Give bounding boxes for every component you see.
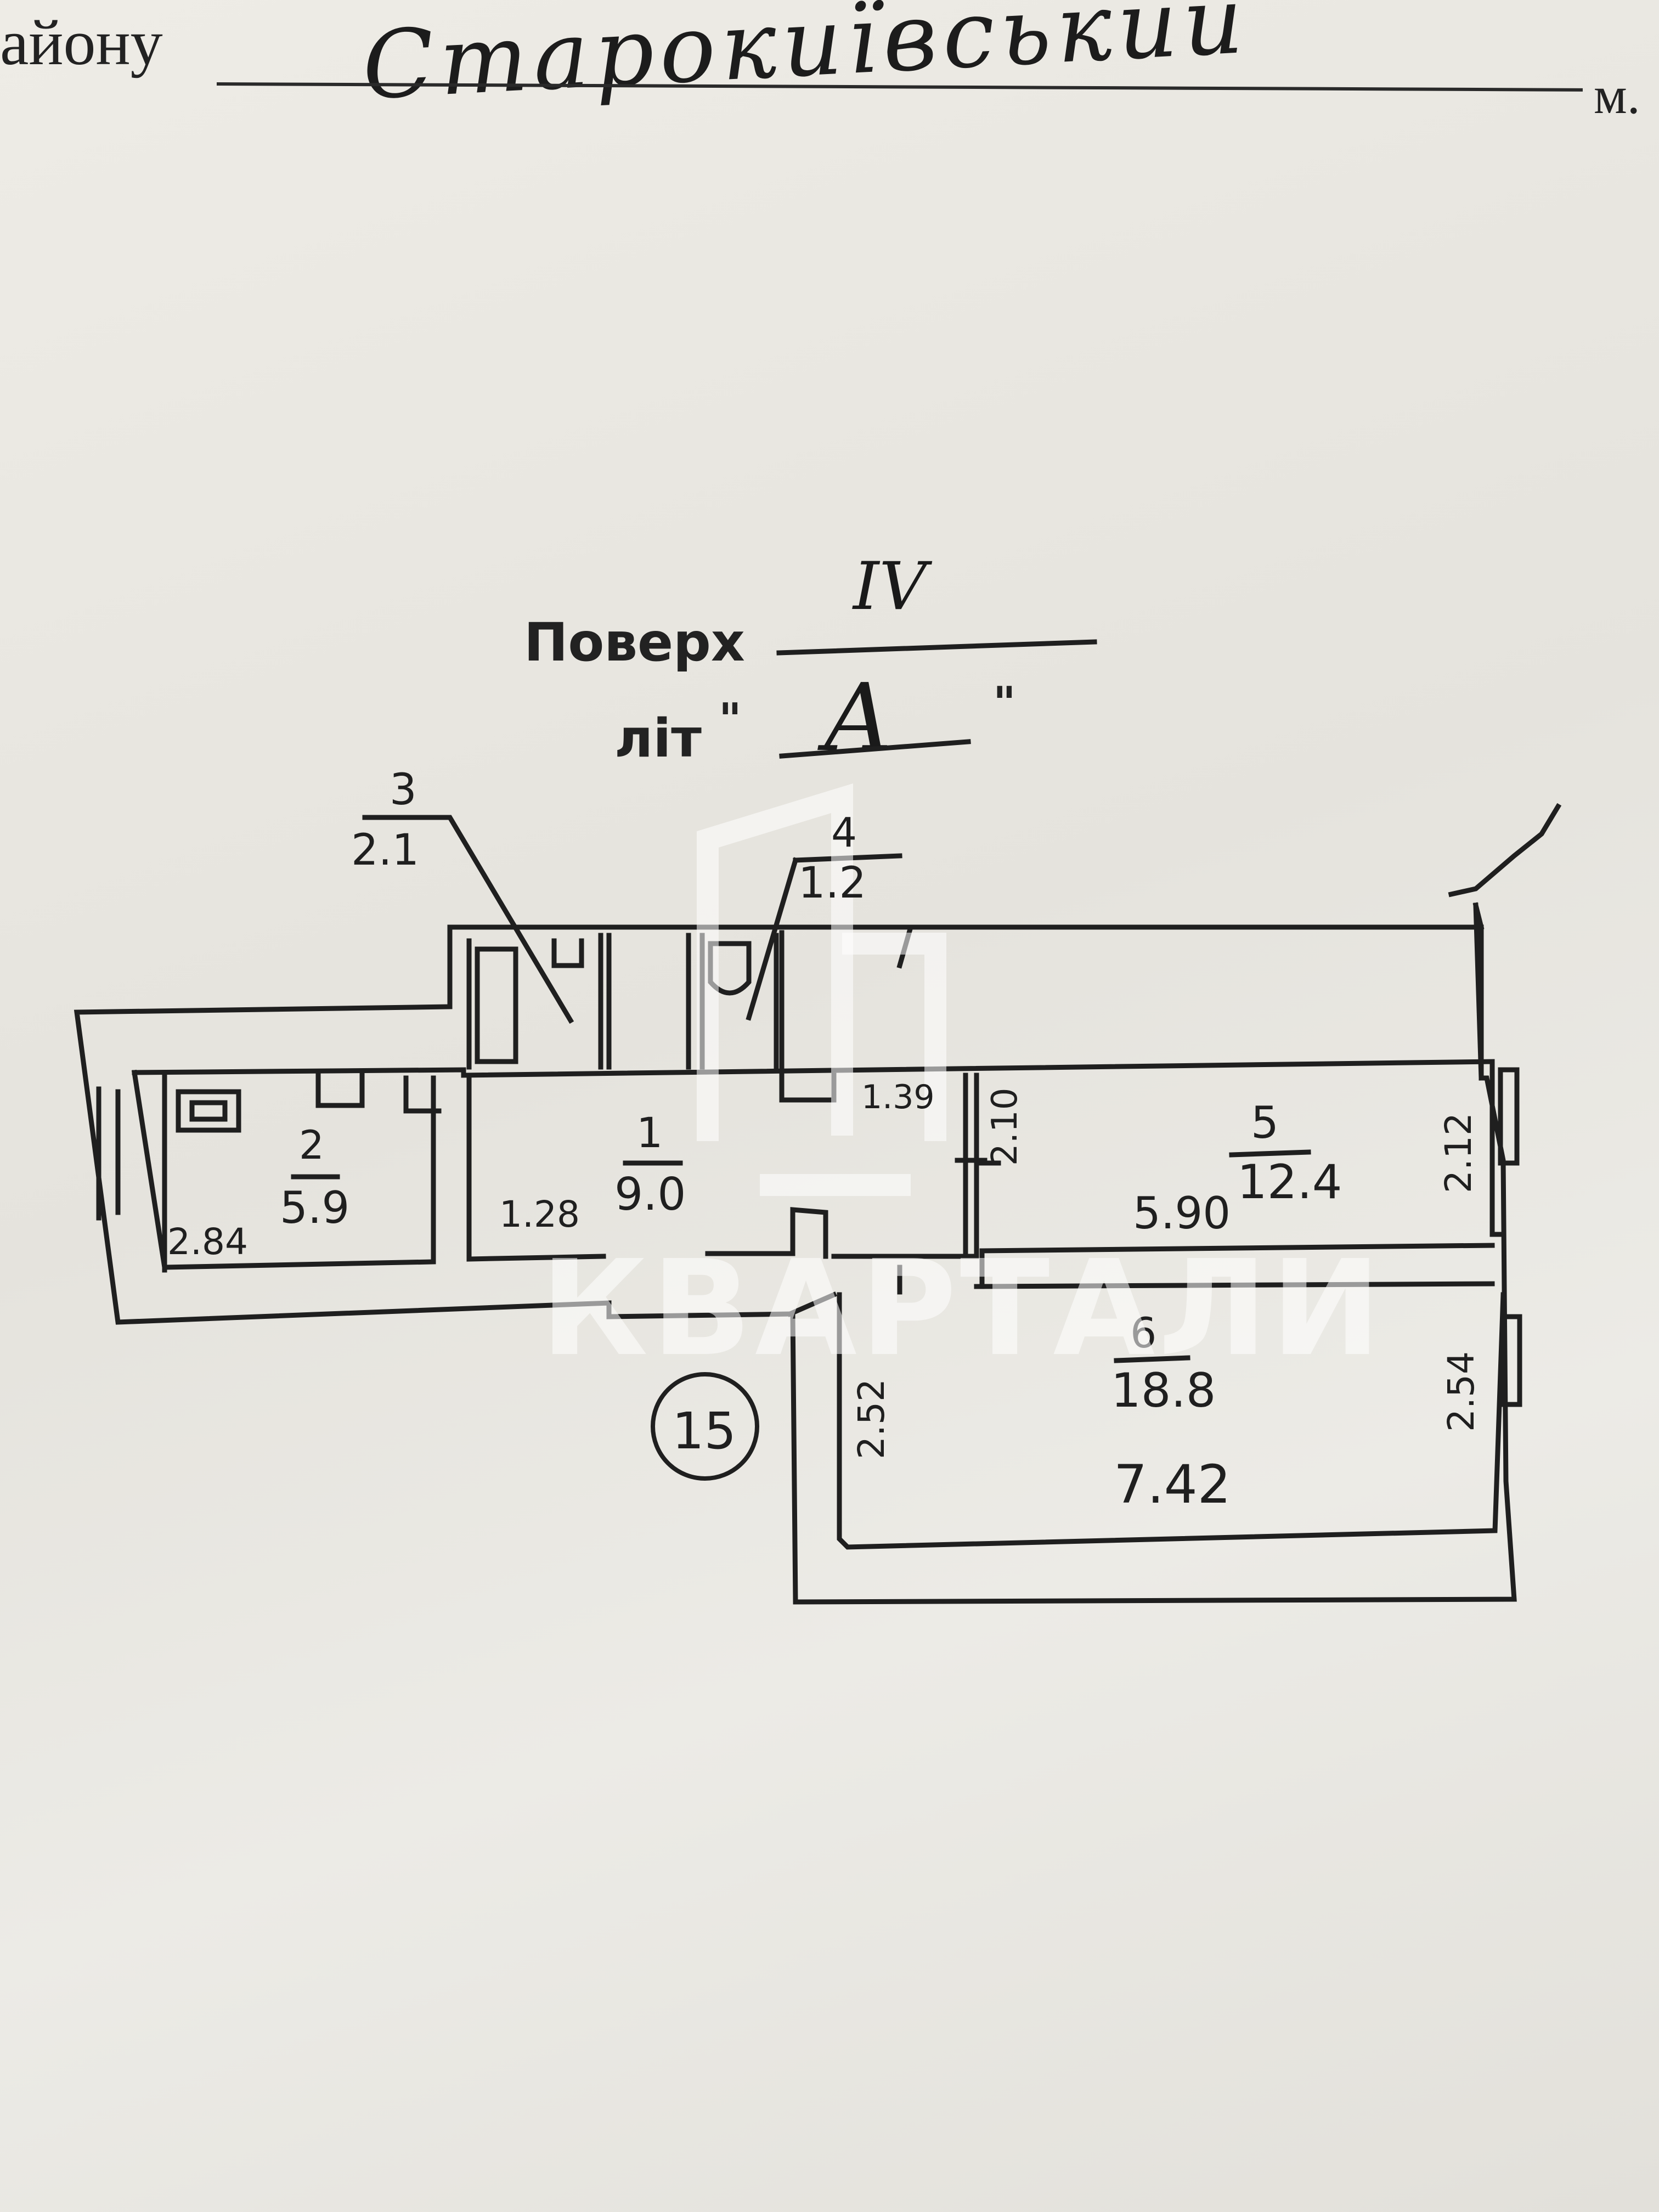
room-3-number: 3 xyxy=(390,765,417,815)
lit-quote-open: " xyxy=(719,694,742,745)
room-3-area: 2.1 xyxy=(351,826,420,875)
dimension-2-52: 2.52 xyxy=(850,1379,893,1459)
break-line xyxy=(1448,803,1562,898)
room-2-number: 2 xyxy=(299,1122,324,1168)
room-6-area: 18.8 xyxy=(1111,1363,1216,1418)
room-4-area: 1.2 xyxy=(798,859,867,908)
room-4-number: 4 xyxy=(831,809,857,856)
dimension-2-12: 2.12 xyxy=(1437,1113,1480,1193)
leader-room-3 xyxy=(362,815,574,1024)
dimension-7-42: 7.42 xyxy=(1114,1454,1231,1515)
apartment-number: 15 xyxy=(672,1402,737,1460)
room-1-area: 9.0 xyxy=(614,1169,686,1221)
stove-icon xyxy=(176,1089,241,1133)
watermark-logo xyxy=(697,783,946,1196)
floor-label: Поверх xyxy=(524,612,745,673)
kitchen-sink-icon xyxy=(315,1073,365,1108)
dimension-1-39: 1.39 xyxy=(861,1078,935,1116)
header-suffix: м. xyxy=(1594,66,1640,125)
room-1-number: 1 xyxy=(636,1108,663,1157)
inner-wall-top xyxy=(132,1059,1506,1237)
dimension-1-28: 1.28 xyxy=(499,1193,580,1235)
bathtub-icon xyxy=(475,946,518,1064)
room-6-number: 6 xyxy=(1130,1308,1157,1357)
floor-underline xyxy=(776,639,1097,656)
floor-value: IV xyxy=(853,549,927,625)
sink-icon xyxy=(551,938,584,968)
dimension-2-84: 2.84 xyxy=(167,1221,248,1263)
dimension-5-90: 5.90 xyxy=(1133,1188,1231,1239)
lit-quote-close: " xyxy=(993,678,1016,729)
room-2-area: 5.9 xyxy=(280,1182,350,1233)
watermark-text: КВАРТАЛИ xyxy=(540,1232,1385,1385)
lit-underline xyxy=(779,739,971,759)
header-district-label: айону xyxy=(0,7,163,78)
room-5-area: 12.4 xyxy=(1237,1155,1342,1210)
room-2-outline xyxy=(162,1075,436,1270)
right-wall-upper xyxy=(1473,902,1484,1081)
dimension-2-54: 2.54 xyxy=(1440,1351,1482,1432)
apartment-number-circle xyxy=(651,1372,759,1481)
lit-label: літ xyxy=(614,708,702,769)
leader-room-4 xyxy=(746,857,799,1021)
dimension-2-10: 2.10 xyxy=(985,1087,1025,1166)
room-5-number: 5 xyxy=(1251,1097,1279,1148)
